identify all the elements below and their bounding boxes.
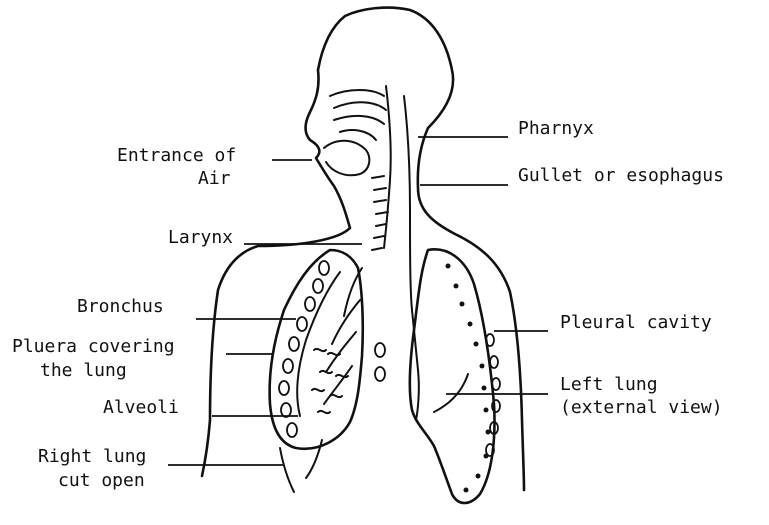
alveoli-squiggles [312,349,348,413]
trachea-wall [384,86,412,310]
label-bronchus: Bronchus [77,296,164,318]
label-left-lung-line2: (external view) [560,397,723,419]
mouth-cavity [324,141,369,176]
label-pluera-line2: the lung [40,360,127,382]
label-alveoli: Alveoli [103,397,179,419]
label-entrance-of-air-line2: Air [198,168,231,190]
label-right-lung-line2: cut open [58,470,145,492]
label-pleural-cavity: Pleural cavity [560,312,712,334]
label-pharnyx: Pharnyx [518,118,594,140]
label-left-lung-line1: Left lung [560,374,658,396]
label-right-lung-line1: Right lung [38,446,146,468]
left-lung-fissure [434,374,468,412]
left-lung-outline [410,249,495,503]
label-gullet: Gullet or esophagus [518,165,724,187]
nasal-turbinates [330,90,386,140]
label-larynx: Larynx [168,227,233,249]
head-outline [318,8,524,490]
left-lung-dots [446,264,491,493]
label-entrance-of-air-line1: Entrance of [117,145,236,167]
label-pluera-line1: Pluera covering [12,336,175,358]
